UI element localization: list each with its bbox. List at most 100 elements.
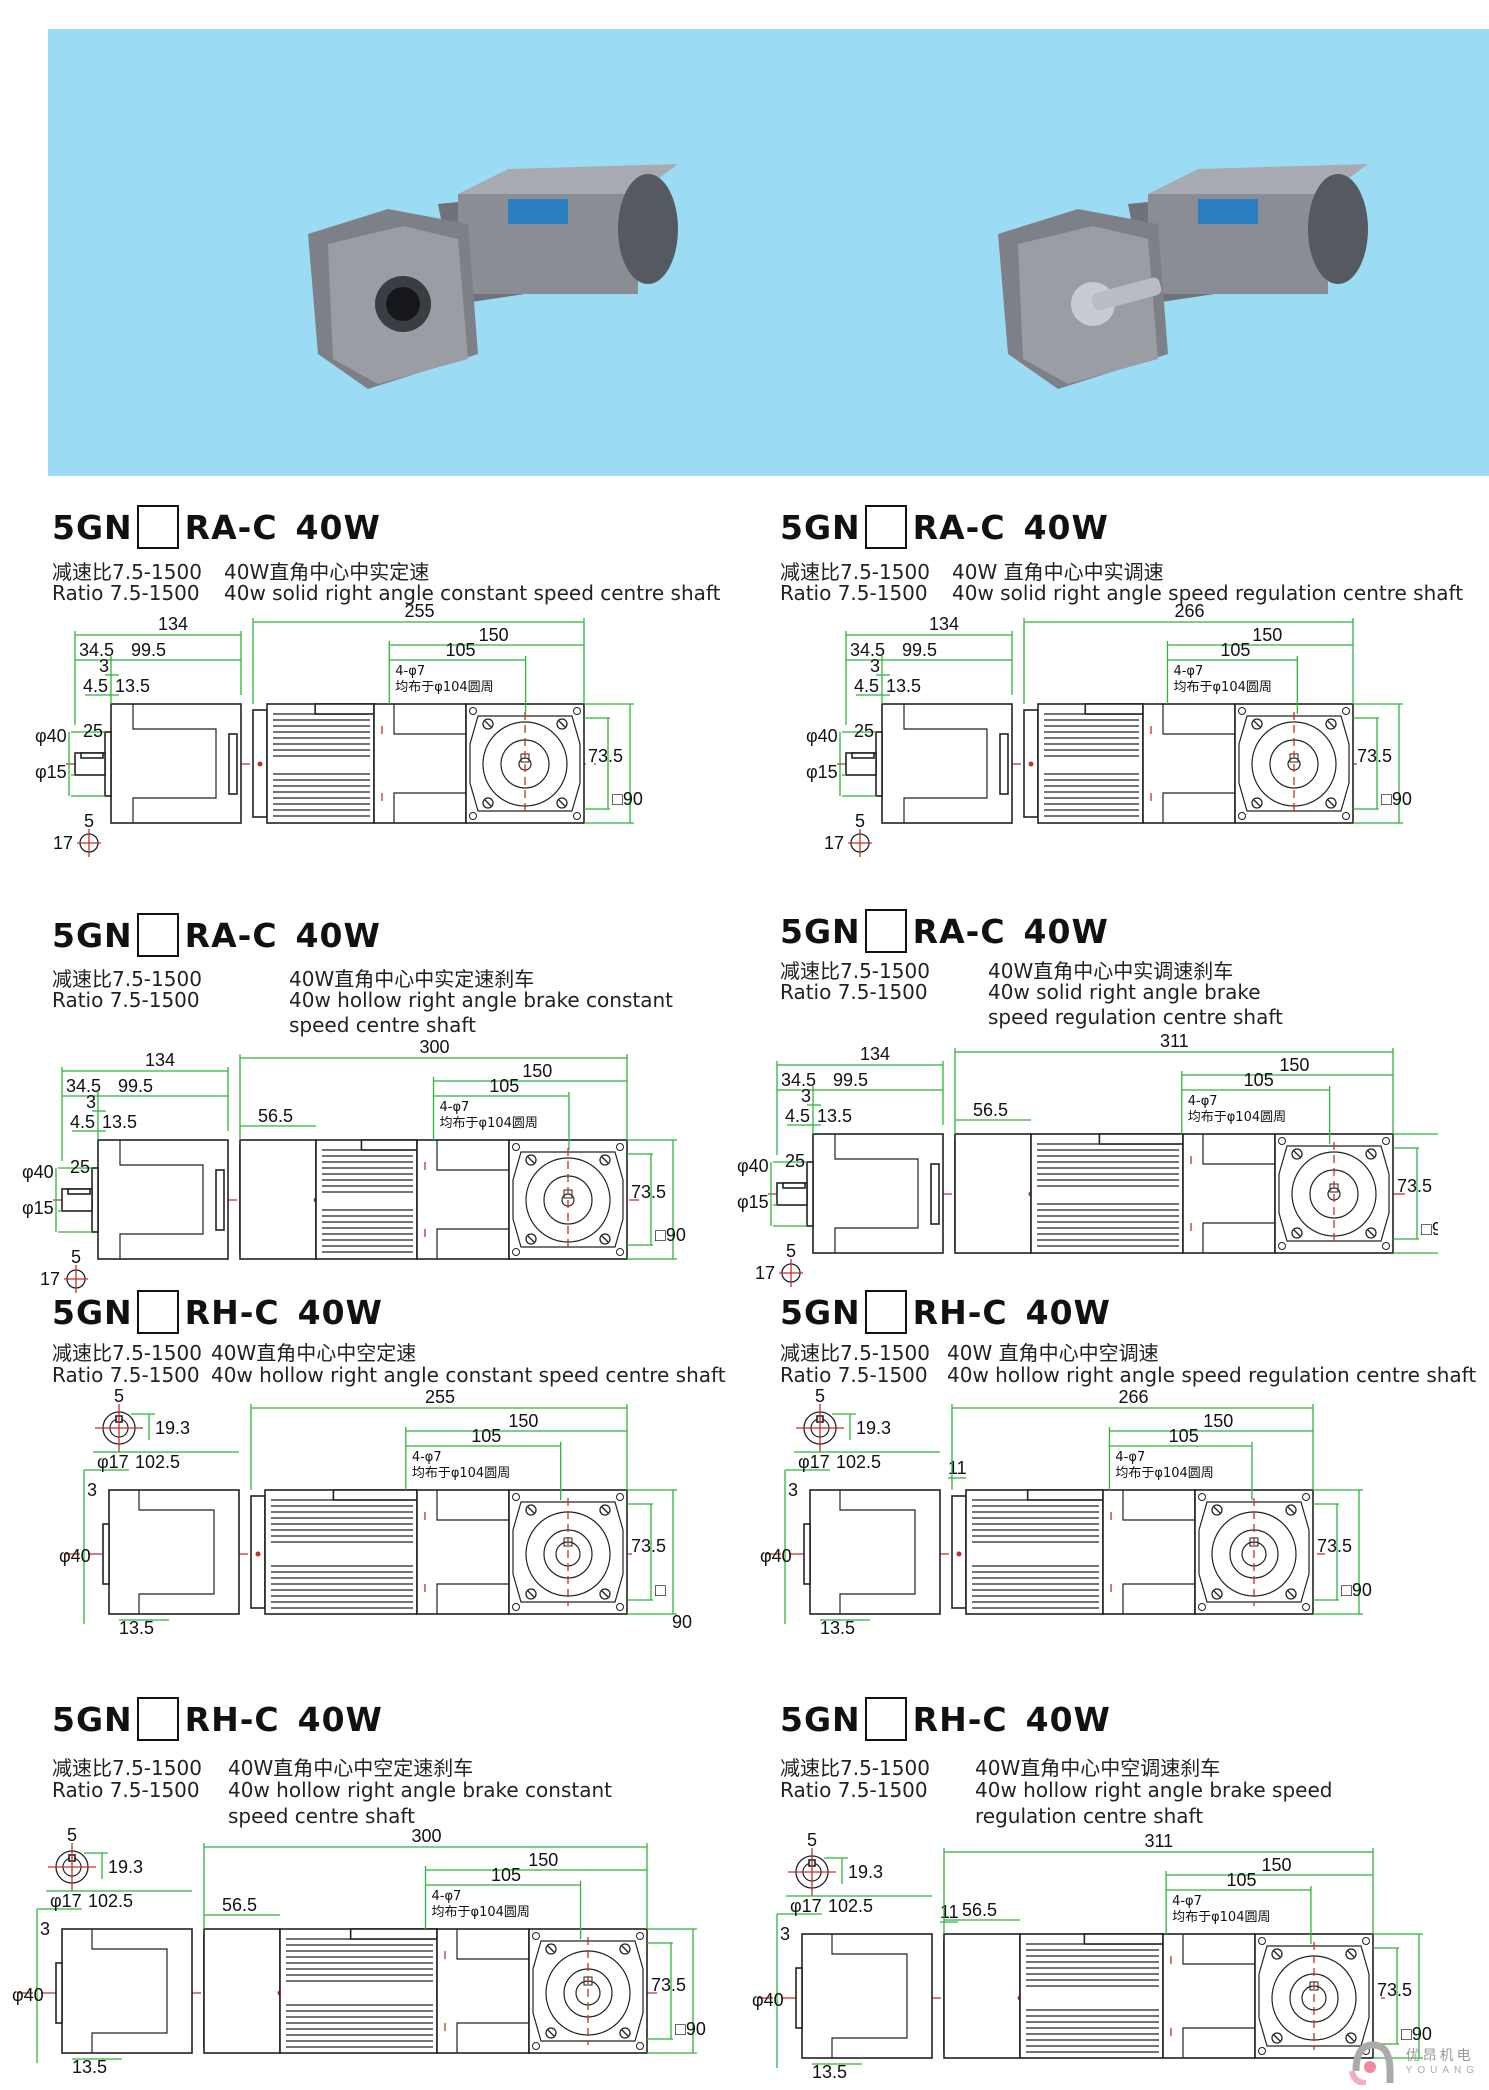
- dim-3: 3: [99, 656, 109, 676]
- dim-phi-17: φ17: [97, 1452, 129, 1472]
- ratio-code-blank-box: [864, 909, 907, 953]
- cn-description: 40W直角中心中空调速刹车: [975, 1756, 1221, 1780]
- cn-ratio: 减速比7.5-1500: [780, 560, 930, 584]
- solid-shaft-gear-motor-photo: [998, 164, 1368, 389]
- gear-housing: [1182, 1133, 1276, 1254]
- gearbox-contour: [831, 1934, 908, 2058]
- mount-hole-icon: [616, 1493, 624, 1501]
- en-ratio: Ratio 7.5-1500: [780, 1363, 928, 1387]
- model-power: 40W: [1023, 507, 1109, 547]
- housing-contour: [436, 1490, 509, 1614]
- dim-134: 134: [158, 614, 188, 634]
- output-flange: [104, 731, 112, 797]
- mount-hole-icon: [512, 1248, 520, 1256]
- gearbox-side-view: [809, 1489, 941, 1615]
- dim-overall-length: 300: [420, 1037, 450, 1057]
- dim-mount-holes: 4-φ7: [412, 1450, 442, 1465]
- youang-logo-icon: [1348, 2041, 1394, 2085]
- dim-mount-holes: 4-φ7: [1172, 1894, 1202, 1909]
- model-suffix: RH-C: [184, 1699, 280, 1739]
- dim-3: 3: [87, 1480, 97, 1500]
- hollow-flange: [795, 1967, 803, 2029]
- mount-hole-icon: [1362, 1937, 1370, 1945]
- model-title: 5GN RA-C 40W: [52, 913, 381, 957]
- dim-3: 3: [801, 1086, 811, 1106]
- model-prefix: 5GN: [780, 911, 861, 951]
- mount-hole-icon: [616, 1603, 624, 1611]
- dim-73-5: 73.5: [631, 1536, 666, 1556]
- shaft-key: [67, 1188, 91, 1195]
- dim-34-5: 34.5: [79, 640, 114, 660]
- centre-mark: [1028, 761, 1034, 767]
- en-ratio: Ratio 7.5-1500: [780, 581, 928, 605]
- gearbox-contour: [903, 704, 988, 823]
- dim-key-5: 5: [67, 1825, 77, 1845]
- bolt-mark: [484, 720, 492, 728]
- dim-73-5: 73.5: [588, 746, 623, 766]
- model-prefix: 5GN: [780, 1699, 861, 1739]
- gearbox-contour: [132, 704, 217, 823]
- mount-hole-icon: [1278, 1242, 1286, 1250]
- product-banner: [48, 29, 1489, 476]
- mount-hole-icon: [532, 2042, 540, 2050]
- dim-105: 105: [491, 1865, 521, 1885]
- dim-overall-length: 255: [425, 1387, 455, 1407]
- watermark-en: YOUANG: [1405, 2065, 1479, 2076]
- dim-73-5: 73.5: [631, 1182, 666, 1202]
- cn-description: 40W 直角中心中空调速: [947, 1341, 1159, 1365]
- brake-unit: [239, 1139, 317, 1260]
- dim-3: 3: [870, 656, 880, 676]
- output-flange: [91, 1167, 99, 1233]
- dim-56-5: 56.5: [258, 1106, 293, 1126]
- en-description-cont: regulation centre shaft: [975, 1804, 1204, 1828]
- dim-phi-40: φ40: [22, 1162, 54, 1182]
- mount-hole-icon: [1198, 1493, 1206, 1501]
- bolt-mark: [1213, 1506, 1221, 1514]
- dim-square-90: □: [655, 1580, 666, 1600]
- model-title: 5GN RA-C 40W: [52, 505, 381, 549]
- gear-housing: [416, 1139, 510, 1260]
- dim-square-90: □90: [1421, 1219, 1438, 1239]
- housing-contour: [1122, 1490, 1195, 1614]
- mount-hole-icon: [469, 707, 477, 715]
- gearbox-contour: [138, 1490, 215, 1614]
- dim-13-5: 13.5: [812, 2062, 847, 2082]
- motor-fins: [266, 703, 375, 824]
- bolt-mark: [547, 2029, 555, 2037]
- cn-spec-line: 减速比7.5-1500 40W直角中心中空定速刹车: [52, 1752, 473, 1781]
- dim-4-5: 4.5: [83, 676, 108, 696]
- dim-150: 150: [479, 625, 509, 645]
- dim-square-90: □90: [675, 2019, 706, 2039]
- dim-105: 105: [471, 1426, 501, 1446]
- gearbox-side-view: [812, 1133, 944, 1254]
- model-suffix: RA-C: [912, 911, 1006, 951]
- mount-hole-icon: [573, 812, 581, 820]
- terminal-box: [1084, 703, 1144, 715]
- dim-150: 150: [1252, 625, 1282, 645]
- bolt-mark: [1293, 1229, 1301, 1237]
- bolt-mark: [621, 1945, 629, 1953]
- dim-13-5: 13.5: [886, 676, 921, 696]
- model-suffix: RH-C: [912, 1292, 1008, 1332]
- flange-outline: [1278, 1145, 1390, 1242]
- hollow-shaft-gear-motor-photo: [308, 164, 678, 389]
- cn-description: 40W 直角中心中实调速: [952, 560, 1164, 584]
- en-spec-line: Ratio 7.5-1500 40w hollow right angle br…: [780, 1778, 1332, 1802]
- dim-4-5: 4.5: [70, 1112, 95, 1132]
- ratio-code-blank-box: [864, 1290, 907, 1334]
- dim-key-5: 5: [71, 1247, 81, 1267]
- mount-hole-icon: [1302, 1603, 1310, 1611]
- gear-housing: [436, 1928, 530, 2054]
- motor-fins: [1037, 703, 1144, 824]
- dim-phi-15: φ15: [806, 762, 838, 782]
- dim-phi-15: φ15: [737, 1192, 769, 1212]
- dim-105: 105: [1220, 640, 1250, 660]
- mount-hole-icon: [512, 1143, 520, 1151]
- bolt-mark: [547, 1945, 555, 1953]
- mount-hole-icon: [1198, 1603, 1206, 1611]
- motor-fins: [1030, 1133, 1184, 1254]
- bolt-mark: [1367, 1229, 1375, 1237]
- dim-phi-17: φ17: [790, 1896, 822, 1916]
- dim-13-5: 13.5: [72, 2057, 107, 2077]
